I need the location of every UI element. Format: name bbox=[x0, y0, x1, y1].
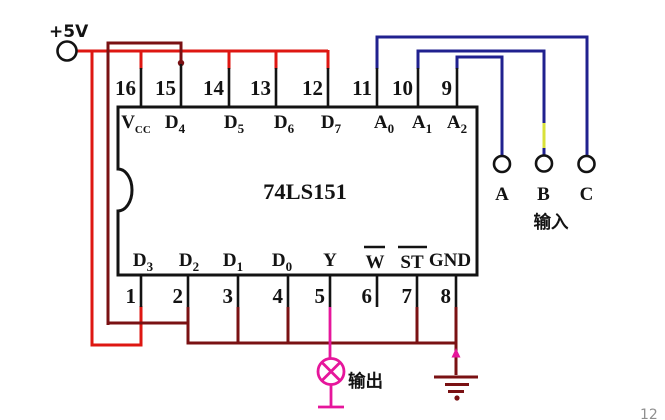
terminal-label-b: B bbox=[537, 184, 550, 205]
pin-label-a0: A0 bbox=[374, 112, 394, 136]
pin-number-1: 1 bbox=[126, 284, 137, 308]
power-terminal bbox=[56, 40, 78, 62]
terminal-label-c: C bbox=[580, 184, 594, 205]
pin-label-d6: D6 bbox=[274, 112, 295, 136]
junction-dot bbox=[177, 59, 185, 67]
pin-label-w-bar: W bbox=[366, 252, 385, 273]
top-pin-numbers: 16 15 14 13 12 11 10 9 bbox=[115, 76, 452, 100]
input-terminal-c bbox=[577, 154, 596, 174]
pin-label-a1: A1 bbox=[412, 112, 432, 136]
output-net-wires bbox=[316, 307, 346, 409]
chip-outline bbox=[116, 105, 479, 277]
bottom-pin-numbers: 1 2 3 4 5 6 7 8 bbox=[126, 284, 452, 308]
a0-to-c-wire bbox=[375, 35, 589, 156]
pin-label-d3: D3 bbox=[133, 250, 154, 274]
pin-label-d7: D7 bbox=[321, 112, 342, 136]
input-terminal-b bbox=[534, 154, 554, 173]
pin-number-9: 9 bbox=[442, 76, 453, 100]
pin-number-7: 7 bbox=[402, 284, 413, 308]
a1-to-b-wire bbox=[416, 49, 546, 155]
pin-label-st-bar: ST bbox=[400, 252, 424, 273]
ground-symbol bbox=[434, 375, 478, 401]
pin-number-10: 10 bbox=[392, 76, 413, 100]
pin-number-12: 12 bbox=[302, 76, 323, 100]
pin-label-d2: D2 bbox=[179, 250, 199, 274]
pin-number-8: 8 bbox=[441, 284, 452, 308]
pin-number-15: 15 bbox=[155, 76, 176, 100]
pin-number-6: 6 bbox=[362, 284, 373, 308]
arrow-up-icon bbox=[451, 348, 461, 358]
pin-label-y: Y bbox=[323, 250, 337, 271]
pin-label-vcc: VCC bbox=[121, 112, 151, 136]
pin-label-gnd: GND bbox=[429, 250, 471, 271]
pin-number-16: 16 bbox=[115, 76, 136, 100]
a2-to-a-wire bbox=[455, 55, 504, 156]
pin-number-11: 11 bbox=[352, 76, 372, 100]
pin-number-13: 13 bbox=[250, 76, 271, 100]
pin-label-d0: D0 bbox=[272, 250, 292, 274]
pin-number-2: 2 bbox=[173, 284, 184, 308]
bottom-pin-labels: D3 D2 D1 D0 Y W ST GND bbox=[133, 250, 471, 274]
input-terminal-a bbox=[492, 154, 512, 174]
output-caption: 输出 bbox=[348, 371, 383, 392]
lamp-cross-2 bbox=[321, 361, 341, 382]
pin-label-a2: A2 bbox=[447, 112, 467, 136]
pin-label-d1: D1 bbox=[223, 250, 243, 274]
chip-title: 74LS151 bbox=[263, 179, 347, 204]
power-label: +5V bbox=[49, 22, 89, 42]
address-net-wires bbox=[375, 35, 589, 156]
ground-loop-wire bbox=[106, 41, 183, 325]
pin-label-d4: D4 bbox=[165, 112, 186, 136]
corner-mark: 12 bbox=[640, 407, 658, 420]
ground-net-wires bbox=[106, 41, 478, 401]
pin-number-14: 14 bbox=[203, 76, 225, 100]
pin-number-4: 4 bbox=[273, 284, 284, 308]
top-pin-labels: VCC D4 D5 D6 D7 A0 A1 A2 bbox=[121, 112, 467, 136]
ground-dot bbox=[454, 395, 460, 401]
terminal-label-a: A bbox=[495, 184, 509, 205]
pin-label-d5: D5 bbox=[224, 112, 245, 136]
input-terminal-labels: A B C 输入 bbox=[495, 184, 593, 233]
pin-number-3: 3 bbox=[223, 284, 234, 308]
lamp-icon bbox=[316, 357, 346, 386]
chip-structure bbox=[56, 40, 596, 307]
pin-number-5: 5 bbox=[315, 284, 326, 308]
vcc-net-wires bbox=[77, 49, 330, 347]
input-caption: 输入 bbox=[534, 212, 569, 233]
